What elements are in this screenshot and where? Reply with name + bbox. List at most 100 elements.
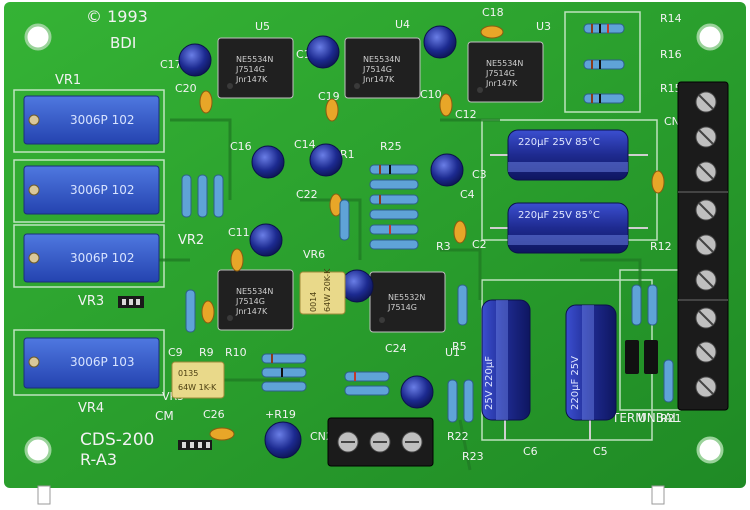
vr6-label: VR6	[303, 248, 325, 261]
ic-marking: Jnr147K	[485, 79, 518, 88]
screw-terminal-cn2	[327, 417, 434, 467]
cap-c12	[430, 153, 464, 187]
film-cap-code: 0135	[178, 369, 198, 378]
c5-label: C5	[593, 445, 608, 458]
r9-label: R9	[199, 346, 214, 359]
cap-marking: 220µF 25V	[570, 356, 581, 410]
electrolytic-capacitor-c2: 220µF 25V 85°C	[490, 202, 648, 254]
r19-label: +R19	[265, 408, 296, 421]
pin-header-bottom	[178, 440, 212, 450]
cap-c13	[423, 25, 457, 59]
r25-label: R25	[380, 140, 402, 153]
small-electrolytic-capacitors	[178, 25, 464, 459]
pot-marking: 3006P 103	[70, 355, 135, 369]
revision-label: R-A3	[80, 450, 117, 469]
pin-header	[118, 296, 144, 308]
r16-label: R16	[660, 48, 682, 61]
r3-label: R3	[436, 240, 451, 253]
film-capacitor-upper: 0014 64W 20K-K	[299, 268, 346, 315]
vr2-label: VR2	[178, 233, 204, 248]
resistor-array	[181, 23, 674, 423]
c17-label: C17	[160, 58, 182, 71]
c2-label: C2	[472, 238, 487, 251]
cap-c11	[249, 223, 283, 257]
ceramic-capacitors	[199, 25, 665, 441]
pot-marking: 3006P 102	[70, 183, 135, 197]
c12-label: C12	[455, 108, 477, 121]
ic-marking: NE5532N	[388, 293, 425, 302]
c10-label: C10	[420, 88, 442, 101]
silkscreen-text: © 1993 BDI CDS-200 R-A3 VR1 VR2 VR3 VR4 …	[55, 6, 687, 469]
ic-marking: Jnr147K	[235, 307, 268, 316]
r22-label: R22	[447, 430, 469, 443]
ic-marking: NE5534N	[236, 287, 273, 296]
cap-c17	[178, 43, 212, 77]
ic-marking: Jnr147K	[235, 75, 268, 84]
cap-c16	[251, 145, 285, 179]
terminal-screw-slots	[698, 94, 714, 395]
c4-label: C4	[460, 188, 475, 201]
standoff-left	[37, 485, 51, 505]
r15-label: R15	[660, 82, 682, 95]
ic-marking: J7514G	[362, 65, 392, 74]
c18-label: C18	[482, 6, 504, 19]
ic-lower-left: NE5534N J7514G Jnr147K	[217, 269, 294, 331]
cap-marking: 220µF 25V 85°C	[518, 137, 600, 148]
ic-marking: NE5534N	[236, 55, 273, 64]
vr3-label: VR3	[78, 294, 104, 309]
u3-label: U3	[536, 20, 551, 33]
film-capacitor-lower: 0135 64W 1K-K	[171, 361, 225, 399]
ic-u1: NE5532N J7514G	[369, 271, 446, 333]
ic-marking: J7514G	[485, 69, 515, 78]
c9-label: C9	[168, 346, 183, 359]
ic-marking: J7514G	[235, 297, 265, 306]
pot-marking: 3006P 102	[70, 113, 135, 127]
standoff-right	[651, 485, 665, 505]
film-cap-marking: 64W 20K-K	[323, 268, 332, 312]
film-cap-marking: 64W 1K-K	[178, 383, 217, 392]
cap-c25	[264, 421, 302, 459]
resistor-color-bands	[271, 24, 609, 381]
r5-label: R5	[452, 340, 467, 353]
c6-label: C6	[523, 445, 538, 458]
cap-c15	[306, 35, 340, 69]
r23-label: R23	[462, 450, 484, 463]
c24-label: C24	[385, 342, 407, 355]
ic-u3: NE5534N J7514G Jnr147K	[467, 41, 544, 103]
trimmer-pot-vr2: 3006P 102	[23, 165, 160, 215]
cap-marking: 220µF 25V 85°C	[518, 210, 600, 221]
vr4-label: VR4	[78, 401, 104, 416]
cn2-label: CN2	[310, 430, 333, 443]
u4-label: U4	[395, 18, 410, 31]
film-cap-code: 0014	[309, 292, 318, 312]
electrolytic-capacitor-c6: 25V 220µF	[481, 299, 531, 440]
c14-label: C14	[294, 138, 316, 151]
r1-label: R1	[340, 148, 355, 161]
trimmer-pot-vr1: 3006P 102	[23, 95, 160, 145]
c20-label: C20	[175, 82, 197, 95]
ic-marking: NE5534N	[363, 55, 400, 64]
u5-label: U5	[255, 20, 270, 33]
electrolytic-capacitor-c3: 220µF 25V 85°C	[490, 129, 648, 181]
ic-u4: NE5534N J7514G Jnr147K	[344, 37, 421, 99]
model-label: CDS-200	[80, 430, 154, 450]
c16-label: C16	[230, 140, 252, 153]
ic-u5: NE5534N J7514G Jnr147K	[217, 37, 294, 99]
cap-c24	[340, 269, 374, 303]
trimmer-pot-vr4: 3006P 103	[23, 337, 160, 389]
mounting-holes	[24, 23, 724, 464]
trimmer-pot-vr3: 3006P 102	[23, 233, 160, 283]
cap-c7	[400, 375, 434, 409]
term-label: TERM	[611, 411, 646, 425]
ic-marking: J7514G	[235, 65, 265, 74]
c11-label: C11	[228, 226, 250, 239]
u1-label: U1	[445, 346, 460, 359]
ic-marking: Jnr147K	[362, 75, 395, 84]
unbal-label: UNBAL	[638, 411, 679, 425]
cap-marking: 25V 220µF	[484, 356, 495, 410]
r14-label: R14	[660, 12, 682, 25]
jumper-blocks	[625, 340, 658, 374]
vr1-label: VR1	[55, 73, 81, 88]
maker-label: BDI	[110, 34, 136, 52]
